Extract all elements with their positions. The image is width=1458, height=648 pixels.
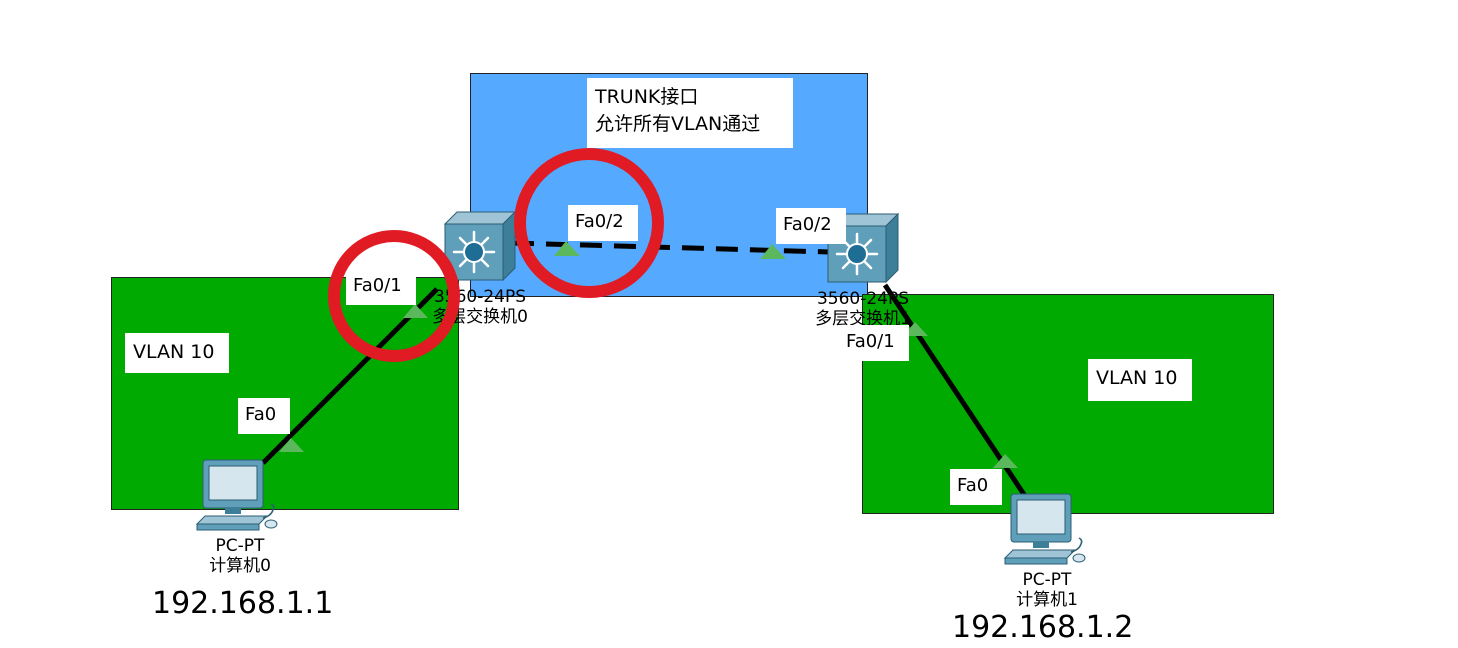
pc1-ip: 192.168.1.2: [952, 610, 1133, 645]
switch0-model: 3560-24PS: [410, 287, 550, 307]
pc0-caption: PC-PT 计算机0: [180, 536, 300, 577]
port-label-switch0-fa01: Fa0/1: [346, 269, 416, 305]
multilayer-switch-icon[interactable]: [443, 210, 517, 282]
port-label-switch1-fa02: Fa0/2: [776, 208, 846, 244]
switch0-name: 多层交换机0: [410, 307, 550, 327]
pc1-caption: PC-PT 计算机1: [987, 570, 1107, 611]
pc-icon[interactable]: [1001, 492, 1091, 568]
port-label-switch1-fa01: Fa0/1: [839, 325, 909, 361]
pc0-name: 计算机0: [180, 556, 300, 576]
pc1-model: PC-PT: [987, 570, 1107, 590]
pc-icon[interactable]: [193, 458, 283, 534]
trunk-note-line2: 允许所有VLAN通过: [595, 111, 785, 138]
switch1-model: 3560-24PS: [793, 289, 933, 309]
trunk-note: TRUNK接口 允许所有VLAN通过: [587, 78, 793, 148]
switch0-caption: 3560-24PS 多层交换机0: [410, 287, 550, 328]
pc0-ip: 192.168.1.1: [152, 586, 333, 621]
port-label-switch0-fa02: Fa0/2: [568, 205, 638, 241]
vlan-label-right: VLAN 10: [1088, 359, 1192, 401]
pc1-name: 计算机1: [987, 590, 1107, 610]
port-label-pc1-fa0: Fa0: [950, 469, 1002, 505]
vlan-label-left: VLAN 10: [125, 333, 229, 373]
trunk-note-line1: TRUNK接口: [595, 84, 785, 111]
port-label-pc0-fa0: Fa0: [238, 398, 290, 434]
pc0-model: PC-PT: [180, 536, 300, 556]
switch1-caption: 3560-24PS 多层交换机1: [793, 289, 933, 330]
